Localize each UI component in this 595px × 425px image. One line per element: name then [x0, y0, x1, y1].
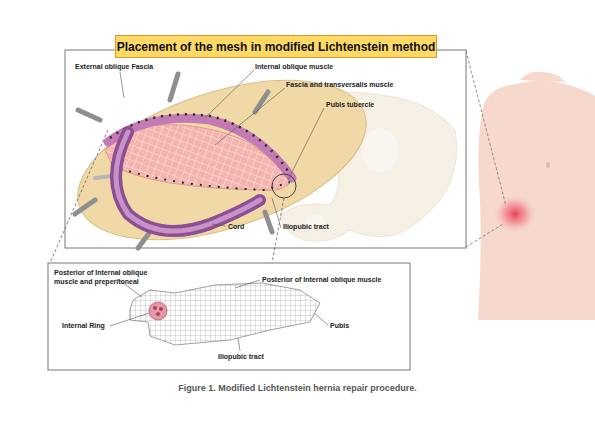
zoom-line [50, 130, 284, 263]
vessel [156, 312, 160, 316]
leader-line [314, 313, 328, 325]
spermatic-cord [116, 132, 260, 231]
retractor [78, 110, 100, 120]
internal-ring [149, 302, 167, 320]
figure-caption: Figure 1. Modified Lichtenstein hernia r… [0, 383, 595, 393]
part-label: Internal Ring [62, 321, 105, 330]
mesh-schematic [130, 283, 320, 345]
retractor [170, 74, 178, 100]
part-label: Iliopubic tract [283, 222, 329, 231]
spermatic-cord [116, 132, 260, 231]
vessel [153, 306, 157, 310]
part-label: Pubis [330, 321, 349, 330]
retractor [265, 212, 272, 232]
torso [478, 80, 595, 320]
part-label: External oblique Fascia [75, 62, 153, 71]
hernia-glow [493, 194, 537, 234]
body-figure [478, 72, 595, 320]
leader-line [212, 224, 226, 226]
vessel [159, 307, 163, 311]
leader-line [215, 88, 285, 145]
leader-line [288, 108, 324, 180]
leader-lines [110, 279, 328, 351]
leader-line [235, 280, 260, 288]
sacrum [362, 128, 398, 172]
leader-line [205, 70, 254, 118]
part-label: Posterior of Internal oblique muscle [262, 275, 381, 284]
panel-frame [48, 263, 410, 370]
zoom-line [466, 51, 506, 247]
part-label: Posterior of Internal oblique muscle and… [54, 268, 162, 286]
retractor [255, 92, 268, 112]
neck [520, 72, 565, 82]
part-label: Iliopubic tract [218, 352, 264, 361]
title-box: Placement of the mesh in modified Lichte… [115, 35, 437, 58]
leader-line [110, 313, 149, 326]
leader-line [120, 72, 124, 98]
sutures [110, 114, 290, 174]
leader-lines [120, 70, 324, 228]
part-label: Internal oblique muscle [255, 62, 333, 71]
sutures [112, 166, 290, 190]
retractor [138, 232, 150, 248]
part-label: Pubis tubercle [326, 100, 374, 109]
title-text: Placement of the mesh in modified Lichte… [117, 40, 436, 54]
leader-line [238, 338, 240, 351]
retractor [75, 200, 95, 214]
part-label: Fascia and transversalis muscle [286, 80, 393, 89]
panel-frame [65, 50, 466, 248]
zoom-circle [272, 174, 296, 198]
part-label: Cord [228, 222, 244, 231]
navel [546, 162, 550, 168]
internal-oblique-muscle [108, 118, 292, 178]
